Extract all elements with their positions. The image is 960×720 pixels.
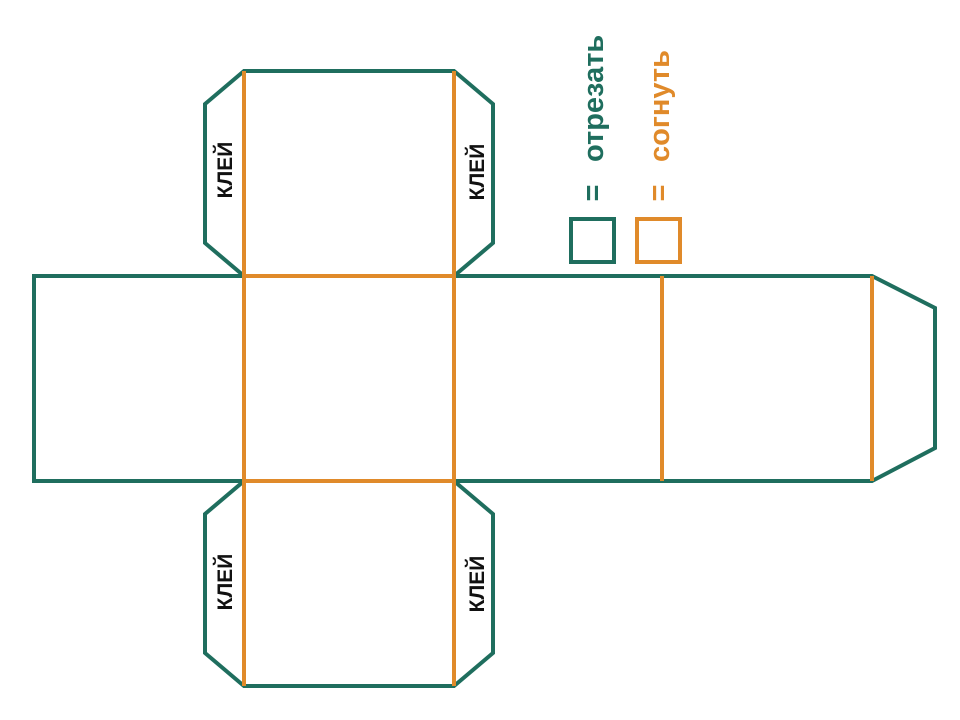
glue-label-bottom-left: КЛЕЙ — [213, 554, 237, 611]
legend-fold-label: согнуть — [644, 50, 676, 162]
glue-label-top-right: КЛЕЙ — [465, 144, 489, 201]
glue-label-top-left: КЛЕЙ — [213, 142, 237, 199]
fold-lines — [242, 71, 874, 686]
legend-cut-swatch — [569, 217, 616, 264]
legend-cut-equals: = — [577, 185, 609, 202]
cut-outline — [32, 69, 937, 688]
legend-fold-equals: = — [643, 185, 675, 202]
legend-fold-swatch — [635, 217, 682, 264]
legend-cut-label: отрезать — [578, 35, 610, 162]
legend: = = отрезать согнуть — [569, 35, 682, 264]
glue-label-bottom-right: КЛЕЙ — [465, 556, 489, 613]
